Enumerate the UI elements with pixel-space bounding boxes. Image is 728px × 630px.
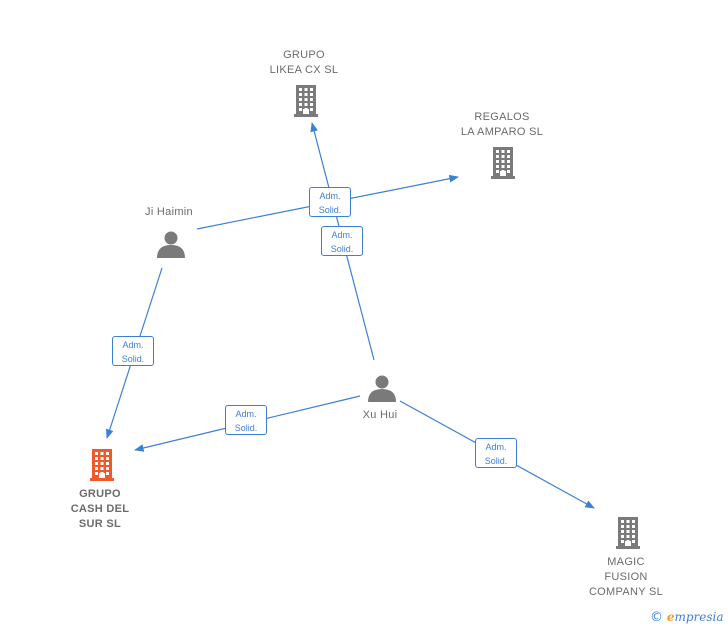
edge-label-ji-haimin-to-grupo-cash[interactable]: Adm. Solid.	[112, 336, 154, 366]
grupo-cash-label[interactable]: GRUPO CASH DEL SUR SL	[70, 488, 130, 530]
brand-name: mpresia	[674, 610, 724, 624]
magic-fusion-building-icon[interactable]	[616, 517, 640, 549]
regalos-amparo-building-icon[interactable]	[491, 147, 515, 179]
edges-layer	[106, 122, 595, 509]
edge-role-line-2: Solid.	[121, 354, 145, 364]
edge-label-ji-haimin-to-regalos-amparo[interactable]: Adm. Solid.	[309, 187, 351, 217]
edge-role-line-2: Solid.	[318, 205, 342, 215]
xu-hui-person-icon[interactable]	[368, 375, 396, 403]
edge-label-xu-hui-to-grupo-likea[interactable]: Adm. Solid.	[321, 226, 363, 256]
edge-role-line-1: Adm.	[485, 442, 507, 452]
xu-hui-label[interactable]: Xu Hui	[362, 409, 398, 421]
copyright-symbol: ©	[650, 610, 663, 625]
grupo-likea-building-icon[interactable]	[294, 85, 318, 117]
edge-label-xu-hui-to-magic-fusion[interactable]: Adm. Solid.	[475, 438, 517, 468]
edge-role-line-1: Adm.	[319, 191, 341, 201]
ji-haimin-label[interactable]: Ji Haimin	[145, 206, 193, 218]
edge-role-line-1: Adm.	[235, 409, 257, 419]
regalos-amparo-label[interactable]: REGALOS LA AMPARO SL	[460, 111, 544, 138]
edge-role-line-1: Adm.	[331, 230, 353, 240]
edge-label-xu-hui-to-grupo-cash[interactable]: Adm. Solid.	[225, 405, 267, 435]
ji-haimin-person-icon[interactable]	[157, 231, 185, 259]
grupo-cash-building-icon[interactable]	[90, 449, 114, 481]
nodes-layer	[90, 85, 640, 549]
empresia-brand[interactable]: © empresia	[650, 610, 724, 628]
grupo-likea-label[interactable]: GRUPO LIKEA CX SL	[269, 49, 339, 76]
brand-initial: e	[666, 610, 675, 624]
edge-role-line-2: Solid.	[330, 244, 354, 254]
magic-fusion-label[interactable]: MAGIC FUSION COMPANY SL	[588, 556, 664, 598]
edge-role-line-1: Adm.	[122, 340, 144, 350]
edge-role-line-2: Solid.	[234, 423, 258, 433]
edge-role-line-2: Solid.	[484, 456, 508, 466]
